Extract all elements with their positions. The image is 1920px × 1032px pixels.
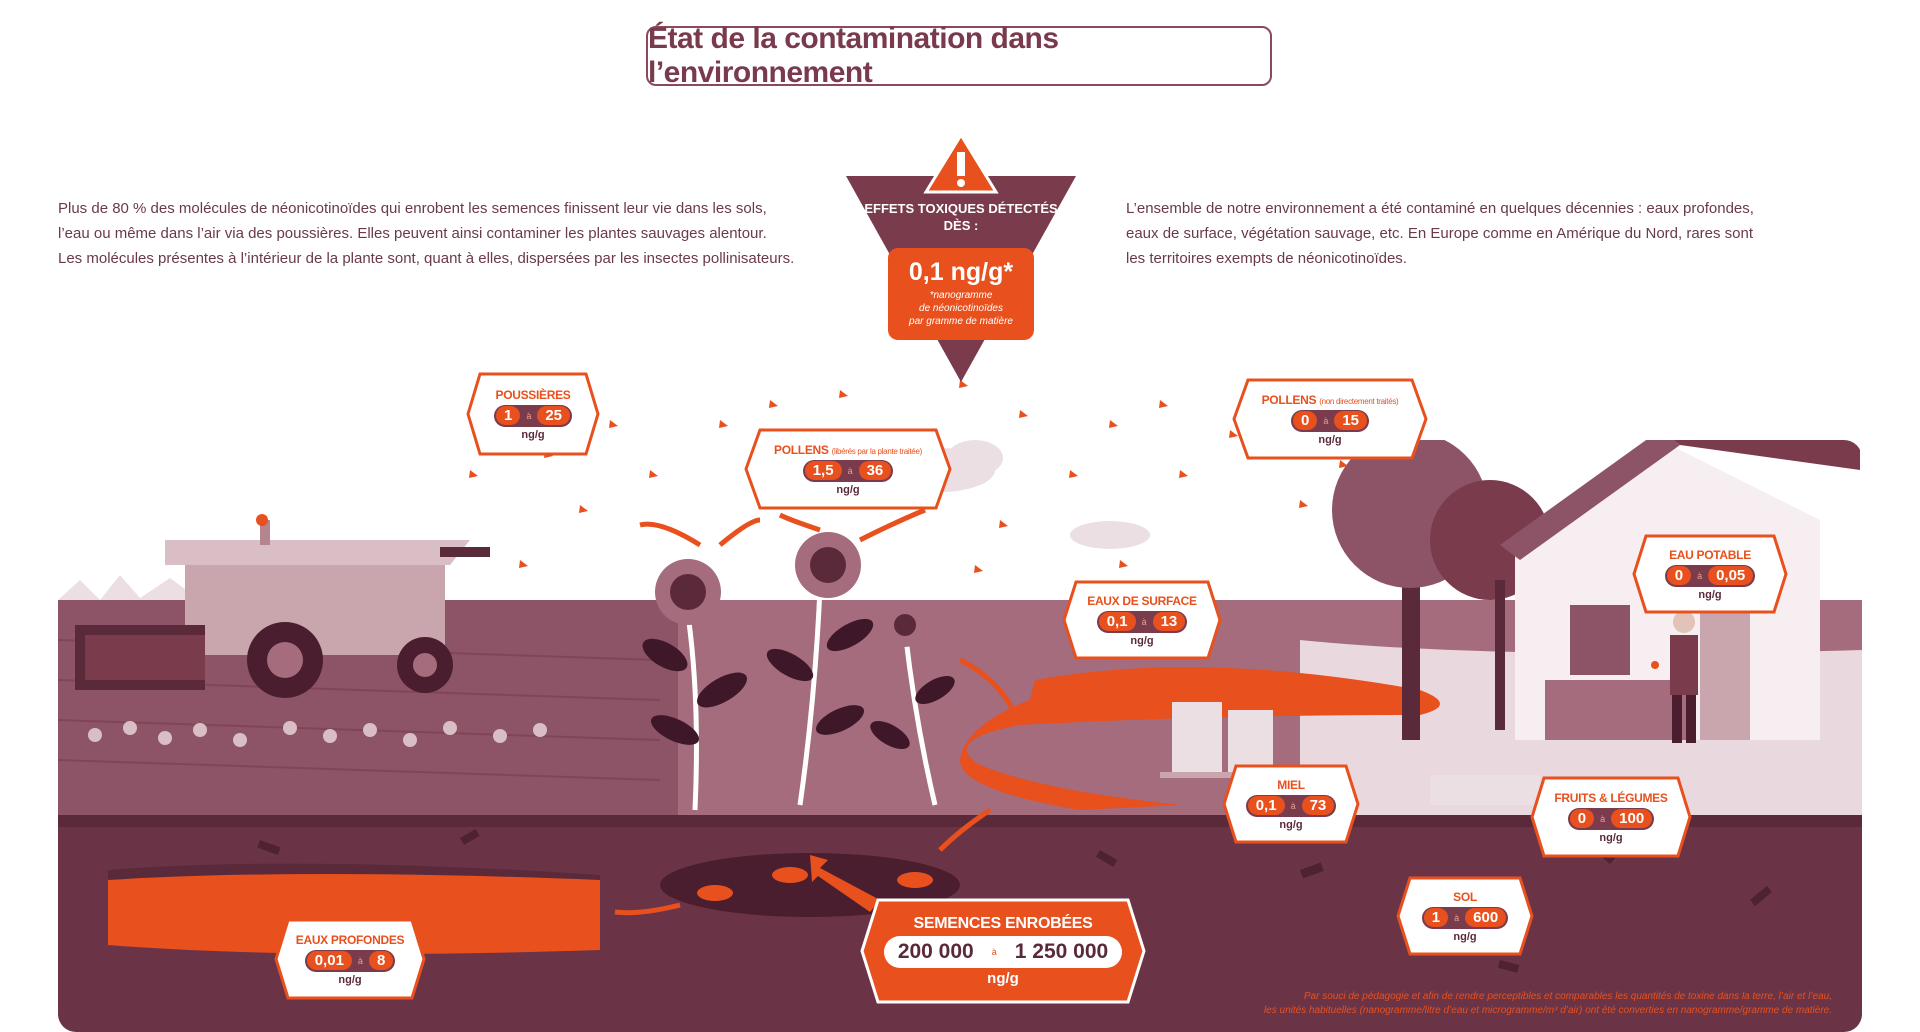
intro-right: L’ensemble de notre environnement a été … (1126, 196, 1886, 271)
min-value: 0,1 (1098, 612, 1136, 631)
label-sub: (libérés par la plante traitée) (831, 446, 923, 456)
label-name: EAUX PROFONDES (295, 932, 405, 947)
min-value: 1,5 (804, 461, 842, 480)
intro-left-line: l’eau ou même dans l’air via des poussiè… (58, 225, 767, 242)
max-value: 600 (1465, 908, 1507, 927)
max-value: 13 (1152, 612, 1186, 631)
min-value: 1 (1423, 908, 1449, 927)
unit: ng/g (1318, 433, 1342, 446)
big-arrow (810, 855, 880, 912)
min-value: 0,1 (1247, 796, 1285, 815)
label-sub: (non directement traités) (1319, 396, 1399, 406)
label-name: SEMENCES ENROBÉES (913, 915, 1093, 932)
min-value: 0,01 (306, 951, 352, 970)
intro-right-line: eaux de surface, végétation sauvage, etc… (1126, 225, 1754, 242)
unit: ng/g (338, 973, 362, 986)
unit: ng/g (521, 428, 545, 441)
label-name: EAU POTABLE (1669, 547, 1751, 562)
max-value: 1 250 000 (1002, 938, 1121, 966)
label-eaux-surface: EAUX DE SURFACE 0,1 à 13 ng/g (1062, 580, 1222, 660)
label-name: MIEL (1277, 777, 1305, 792)
river (960, 667, 1440, 810)
intro-left-line: Les molécules présentes à l’intérieur de… (58, 250, 795, 267)
connector: à (1141, 616, 1147, 627)
field-flowers (88, 721, 547, 747)
groundwater (108, 866, 600, 954)
max-value: 36 (858, 461, 892, 480)
unit: ng/g (1453, 930, 1477, 943)
flow-arrows (614, 507, 1018, 916)
unit: ng/g (987, 970, 1019, 987)
warning-line1: EFFETS TOXIQUES DÉTECTÉS (864, 201, 1058, 216)
footnote-line: les unités habituelles (nanogramme/litre… (1263, 1005, 1832, 1016)
min-value: 0 (1666, 566, 1692, 585)
warning-note: *nanogramme (929, 290, 993, 301)
beehives (1160, 702, 1280, 778)
trees (1332, 440, 1550, 740)
max-value: 25 (537, 406, 571, 425)
max-value: 100 (1611, 809, 1653, 828)
warning-line2: DÈS : (943, 218, 979, 233)
min-value: 200 000 (885, 938, 986, 966)
connector: à (357, 955, 363, 966)
label-name: EAUX DE SURFACE (1087, 593, 1197, 608)
connector: à (526, 410, 532, 421)
label-name: SOL (1453, 889, 1477, 904)
unit: ng/g (836, 483, 860, 496)
unit: ng/g (1698, 588, 1722, 601)
warning-callout: EFFETS TOXIQUES DÉTECTÉS DÈS : 0,1 ng/g*… (846, 130, 1076, 390)
min-value: 1 (495, 406, 521, 425)
max-value: 8 (368, 951, 394, 970)
connector: à (1697, 570, 1703, 581)
connector: à (1600, 813, 1606, 824)
footnote: Par souci de pédagogie et afin de rendre… (1264, 990, 1832, 1018)
label-name: POLLENS (1261, 392, 1317, 407)
connector: à (991, 947, 997, 957)
intro-right-line: L’ensemble de notre environnement a été … (1126, 200, 1754, 217)
harvester (75, 514, 490, 698)
warning-value: 0,1 ng/g* (908, 258, 1014, 286)
unit: ng/g (1599, 831, 1623, 844)
label-name: POLLENS (774, 442, 829, 457)
crate (1430, 775, 1540, 805)
unit: ng/g (1279, 818, 1303, 831)
warning-note: de néonicotinoïdes (919, 303, 1003, 314)
label-semences-enrobees: SEMENCES ENROBÉES 200 000 à 1 250 000 ng/g (860, 898, 1146, 1004)
max-value: 15 (1334, 411, 1368, 430)
connector: à (1323, 415, 1329, 426)
connector: à (1290, 800, 1296, 811)
warning-value-box: 0,1 ng/g* *nanogramme de néonicotinoïdes… (888, 248, 1034, 340)
max-value: 73 (1301, 796, 1335, 815)
min-value: 0 (1569, 809, 1595, 828)
title-box: État de la contamination dans l’environn… (646, 22, 1272, 89)
intro-left-line: Plus de 80 % des molécules de néonicotin… (58, 200, 767, 217)
person (1651, 611, 1698, 743)
connector: à (847, 465, 853, 476)
connector: à (1454, 912, 1460, 923)
unit: ng/g (1130, 634, 1154, 647)
intro-right-line: les territoires exempts de néonicotinoïd… (1126, 250, 1407, 267)
warning-note: par gramme de matière (909, 316, 1013, 327)
label-name: POUSSIÈRES (495, 387, 571, 402)
page-title: État de la contamination dans l’environn… (648, 22, 1059, 89)
label-pollens-traitee: POLLENS (libérés par la plante traitée) … (744, 428, 952, 510)
footnote-line: Par souci de pédagogie et afin de rendre… (1303, 991, 1832, 1002)
min-value: 0 (1292, 411, 1318, 430)
label-name: FRUITS & LÉGUMES (1554, 790, 1668, 805)
sunflowers (642, 532, 955, 811)
label-miel: MIEL 0,1 à 73 ng/g (1222, 764, 1360, 844)
intro-left: Plus de 80 % des molécules de néonicotin… (58, 196, 818, 271)
max-value: 0,05 (1708, 566, 1754, 585)
